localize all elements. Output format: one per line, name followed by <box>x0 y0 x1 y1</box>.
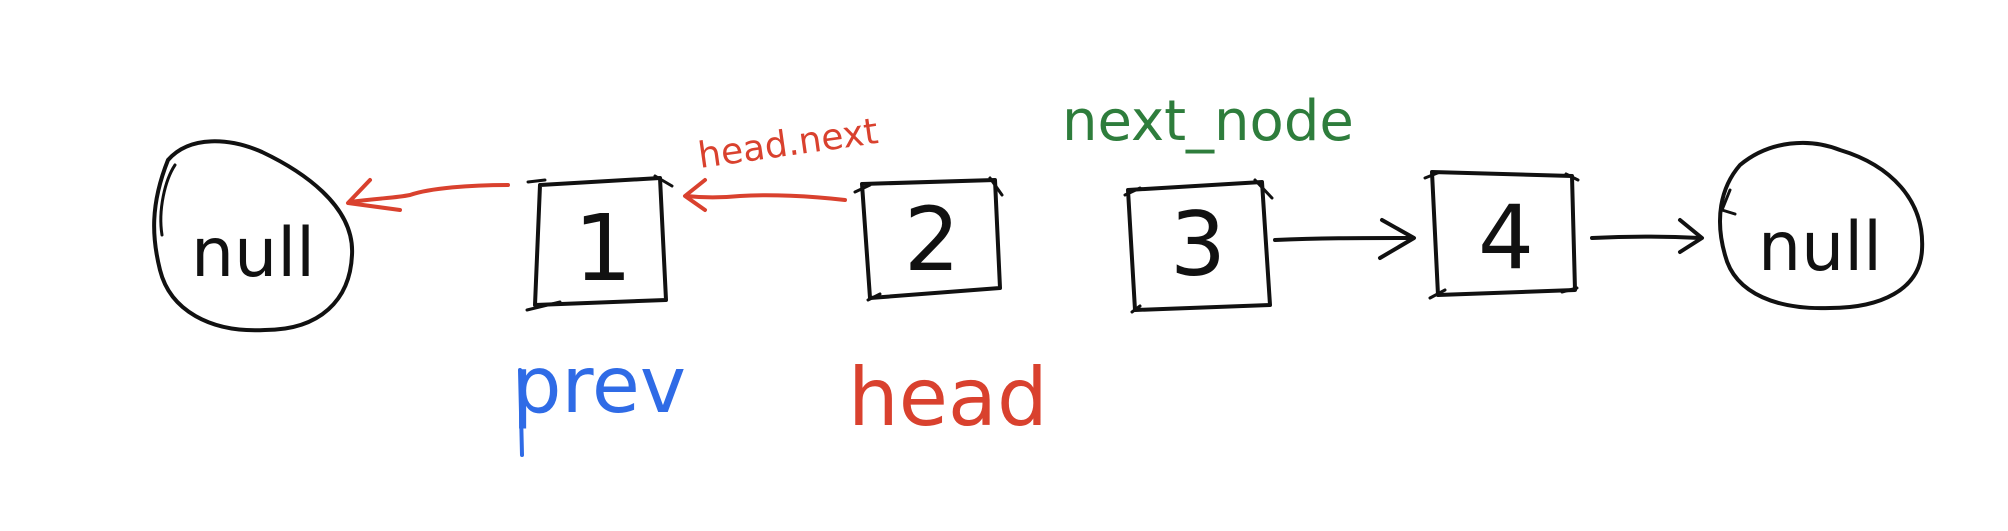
node-1-label: 1 <box>574 195 633 302</box>
node-2-label: 2 <box>904 188 960 291</box>
arrow-3-to-4 <box>1273 218 1416 260</box>
node-1-box <box>533 176 668 307</box>
node-4-label: 4 <box>1478 186 1534 289</box>
node-2: 2 <box>853 176 1004 302</box>
head-next-label: head.next <box>696 111 881 177</box>
node-3-label: 3 <box>1170 193 1226 296</box>
node-3-box-marks <box>1123 178 1274 314</box>
node-1: 1 <box>525 174 674 312</box>
null-left-label: null <box>191 214 315 293</box>
arrow-line-red-1 <box>348 183 510 204</box>
null-right-label: null <box>1758 208 1882 287</box>
arrow-head-red-1 <box>346 178 402 212</box>
node-3-box <box>1126 180 1272 312</box>
node-4-box-marks <box>1423 170 1580 300</box>
prev-label: prev <box>512 341 686 431</box>
arrow-line-red-2 <box>684 193 847 202</box>
arrow-head-red-2 <box>683 178 707 212</box>
null-left-circle <box>152 139 355 333</box>
arrow-head-black-2 <box>1678 218 1704 254</box>
null-right-circle-stroke <box>1720 188 1737 216</box>
arrow-line-black-1 <box>1273 236 1412 242</box>
arrow-line-black-2 <box>1590 234 1702 240</box>
node-1-box-marks <box>525 174 674 312</box>
node-2-box <box>860 178 1002 300</box>
arrow-head-next <box>683 178 847 212</box>
prev-label-descender <box>518 368 524 457</box>
arrow-4-to-null <box>1590 218 1704 254</box>
next-node-label: next_node <box>1062 89 1354 154</box>
arrow-head-black-1 <box>1378 218 1416 260</box>
null-right-circle <box>1718 140 1925 311</box>
node-3: 3 <box>1123 178 1274 314</box>
arrow-prev-to-null <box>346 178 510 212</box>
head-label: head <box>848 351 1048 444</box>
null-node-right: null <box>1718 140 1925 311</box>
null-left-circle-stroke <box>159 163 177 237</box>
node-2-box-marks <box>853 176 1004 302</box>
node-4: 4 <box>1423 170 1580 300</box>
null-node-left: null <box>152 139 355 333</box>
